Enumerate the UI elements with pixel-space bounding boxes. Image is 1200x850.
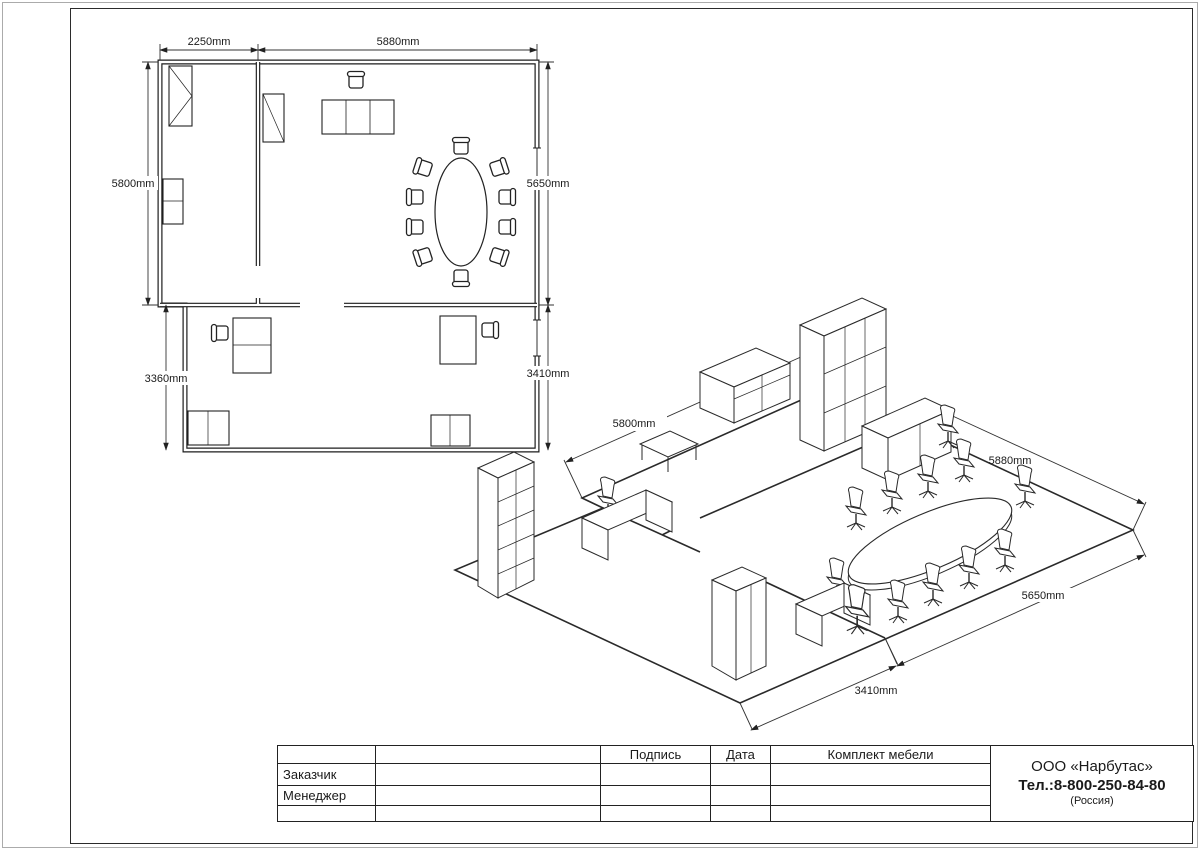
iso-floor bbox=[453, 387, 1135, 704]
iso-dim-right-wall: 5650mm bbox=[1022, 590, 1065, 602]
company-country: (Россия) bbox=[1070, 795, 1114, 808]
plan-cabinet-bottom-right bbox=[430, 414, 471, 447]
manager-value-cell bbox=[376, 786, 601, 806]
plan-chair bbox=[451, 136, 471, 155]
dim-label-room1-width: 2250mm bbox=[188, 36, 231, 48]
title-block-empty-cell bbox=[278, 806, 376, 821]
title-block-empty-cell bbox=[711, 806, 771, 821]
iso-dim-back-wall: 5880mm bbox=[989, 455, 1032, 467]
title-block-empty-cell bbox=[278, 746, 376, 764]
dim-label-room3-height-left: 3360mm bbox=[145, 373, 188, 385]
manager-signature-cell bbox=[601, 786, 711, 806]
title-block-empty-cell bbox=[771, 806, 991, 821]
manager-date-cell bbox=[711, 786, 771, 806]
isometric-view: 5800mm 5880mm 5650mm 3410mm bbox=[453, 297, 1147, 731]
iso-conference-table bbox=[847, 497, 1013, 591]
plan-conference-table bbox=[434, 157, 488, 267]
company-phone: Тел.:8-800-250-84-80 bbox=[1018, 776, 1166, 794]
iso-interior-walls bbox=[602, 426, 910, 639]
furniture-set-header: Комплект мебели bbox=[771, 746, 991, 764]
furniture-set-cell bbox=[771, 786, 991, 806]
iso-desk-left bbox=[580, 489, 674, 561]
title-block-empty-cell bbox=[601, 806, 711, 821]
plan-chair bbox=[405, 187, 424, 207]
dim-label-room1-height: 5800mm bbox=[112, 178, 155, 190]
plan-dimensions bbox=[108, 44, 574, 451]
plan-chair bbox=[346, 70, 366, 89]
customer-name-cell bbox=[376, 746, 601, 764]
iso-tall-cabinet bbox=[710, 566, 768, 681]
iso-sideboard bbox=[698, 347, 792, 424]
plan-credenza bbox=[321, 99, 395, 135]
customer-date-cell bbox=[711, 764, 771, 786]
plan-chair bbox=[405, 217, 424, 237]
company-name: ООО «Нарбутас» bbox=[1031, 757, 1153, 775]
signature-header: Подпись bbox=[601, 746, 711, 764]
plan-chair bbox=[498, 187, 517, 207]
title-block-empty-cell bbox=[376, 806, 601, 821]
plan-chair bbox=[210, 323, 229, 343]
customer-signature-cell bbox=[601, 764, 711, 786]
dim-label-room3-height-right: 3410mm bbox=[527, 368, 570, 380]
dim-label-room2-width: 5880mm bbox=[377, 36, 420, 48]
plan-desk-1 bbox=[232, 317, 272, 374]
iso-dim-left-wall: 5800mm bbox=[613, 418, 656, 430]
floor-plan-2d: 2250mm 5880mm 5800mm 5650mm 3360mm 3410m… bbox=[108, 36, 574, 453]
drawing-frame bbox=[70, 8, 1193, 844]
plan-chair bbox=[451, 269, 471, 288]
plan-cabinet-bottom-left bbox=[187, 410, 230, 446]
customer-value-cell bbox=[376, 764, 601, 786]
iso-credenza bbox=[860, 397, 953, 481]
iso-bookcase bbox=[476, 451, 536, 599]
title-block: Подпись Дата Комплект мебели ООО «Нарбут… bbox=[277, 745, 1194, 822]
plan-wall-cabinet bbox=[262, 93, 285, 143]
iso-wardrobe bbox=[798, 297, 888, 452]
dim-label-room2-height: 5650mm bbox=[527, 178, 570, 190]
company-info: ООО «Нарбутас» Тел.:8-800-250-84-80 (Рос… bbox=[991, 746, 1193, 821]
door-openings bbox=[252, 266, 344, 311]
plan-desk-2 bbox=[439, 315, 477, 365]
plan-chair bbox=[481, 320, 500, 340]
furniture-set-cell bbox=[771, 764, 991, 786]
manager-label: Менеджер bbox=[278, 786, 376, 806]
iso-coffee-table bbox=[638, 430, 700, 472]
plan-chair bbox=[498, 217, 517, 237]
customer-label: Заказчик bbox=[278, 764, 376, 786]
plan-left-cabinet bbox=[162, 65, 193, 225]
date-header: Дата bbox=[711, 746, 771, 764]
iso-dim-front-wall: 3410mm bbox=[855, 685, 898, 697]
